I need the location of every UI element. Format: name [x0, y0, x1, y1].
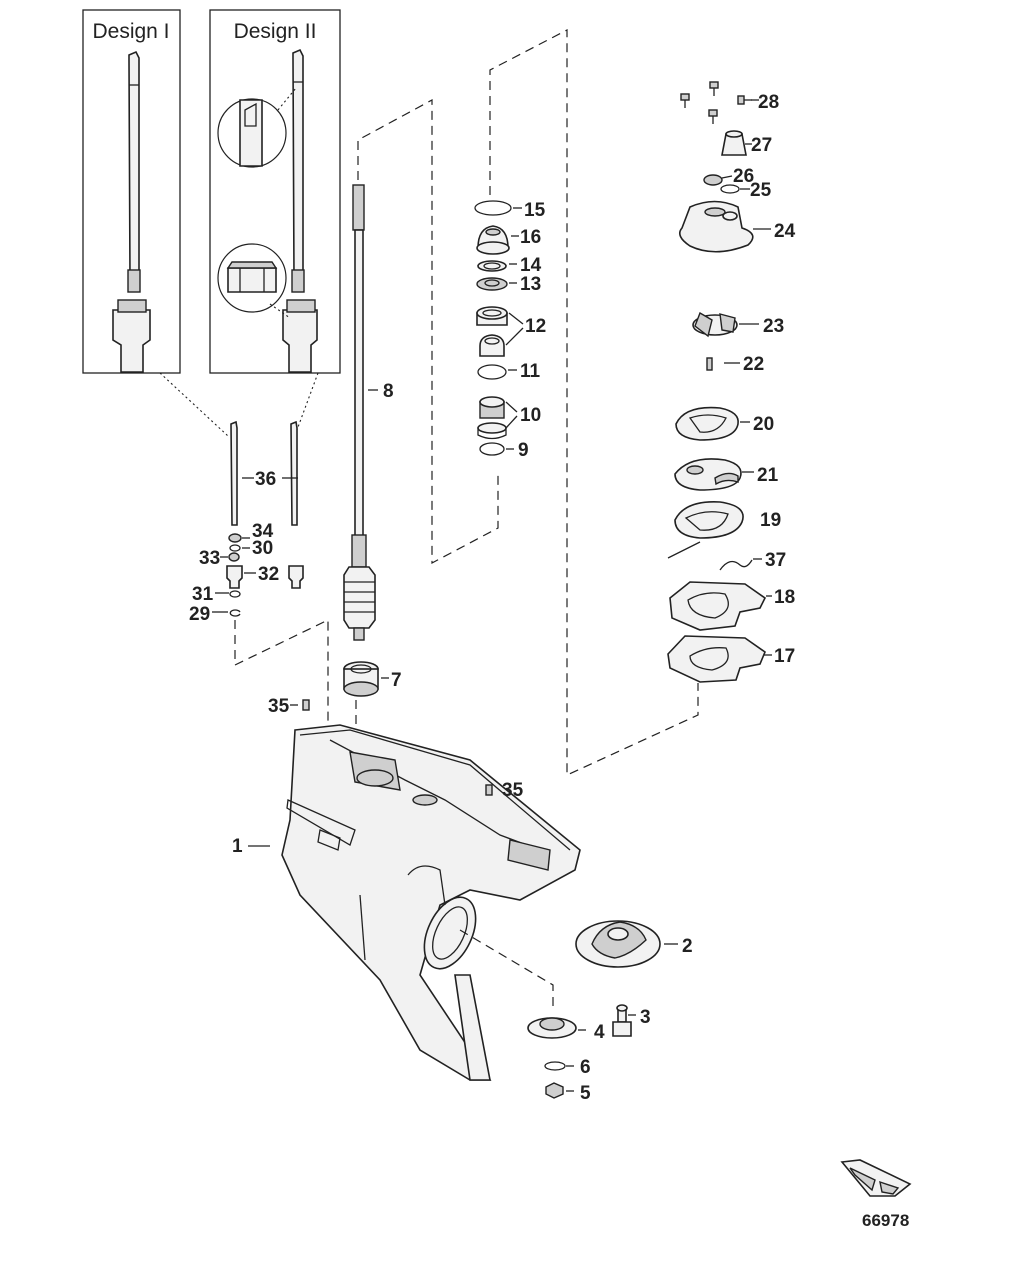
callout-7: 7	[391, 670, 402, 691]
callout-18: 18	[774, 587, 795, 608]
callout-labels: 28 27 26 25 24 23 22 20 21 19 37 18 17 1…	[189, 92, 796, 1104]
callout-4: 4	[594, 1022, 605, 1043]
figure-number: 66978	[862, 1211, 909, 1230]
detail-circle-upper	[217, 87, 297, 168]
callout-29: 29	[189, 604, 210, 625]
detail-circle-lower	[217, 243, 291, 319]
gear-housing-1	[281, 724, 581, 1081]
callout-24: 24	[774, 221, 796, 242]
design-1-box: Design I	[82, 9, 181, 374]
callout-21: 21	[757, 465, 779, 486]
pin-35-right	[485, 784, 493, 796]
design-2-box: Design II	[209, 9, 341, 374]
callout-8: 8	[383, 381, 394, 402]
callout-26: 26	[733, 166, 754, 187]
callout-2: 2	[682, 936, 693, 957]
callout-11: 11	[520, 361, 541, 382]
callout-20: 20	[753, 414, 774, 435]
callout-35-left: 35	[268, 696, 290, 717]
callout-30: 30	[252, 538, 273, 559]
callout-15: 15	[524, 200, 546, 221]
callout-19: 19	[760, 510, 781, 531]
small-coupler-parts	[226, 533, 304, 617]
design-1-driveshaft	[112, 50, 151, 373]
callout-6: 6	[580, 1057, 591, 1078]
callout-32: 32	[258, 564, 279, 585]
anode-plate-2	[575, 920, 661, 968]
callout-3: 3	[640, 1007, 651, 1028]
callout-28: 28	[758, 92, 779, 113]
callout-13: 13	[520, 274, 541, 295]
design-2-title: Design II	[234, 20, 317, 43]
fasteners-3-6	[527, 1004, 632, 1099]
callout-22: 22	[743, 354, 764, 375]
water-pump-parts	[667, 81, 767, 683]
callout-35-right: 35	[502, 780, 524, 801]
driveshaft-8	[343, 184, 376, 641]
callout-9: 9	[518, 440, 529, 461]
design-2-driveshaft	[282, 48, 318, 373]
shift-shaft-36	[230, 420, 298, 526]
callout-25: 25	[750, 180, 772, 201]
callout-1: 1	[232, 836, 243, 857]
callout-33: 33	[199, 548, 220, 569]
callout-23: 23	[763, 316, 784, 337]
callout-37: 37	[765, 550, 786, 571]
callout-14: 14	[520, 255, 542, 276]
design-1-title: Design I	[92, 20, 169, 43]
callout-34: 34	[252, 521, 274, 542]
callout-5: 5	[580, 1083, 591, 1104]
callout-31: 31	[192, 584, 214, 605]
callout-27: 27	[751, 135, 772, 156]
pump-stack	[474, 200, 512, 456]
callout-36: 36	[255, 469, 276, 490]
callout-16: 16	[520, 227, 541, 248]
pin-35-left	[302, 699, 310, 711]
callout-10: 10	[520, 405, 541, 426]
callout-12: 12	[525, 316, 546, 337]
bearing-7	[343, 661, 379, 697]
boat-orientation-icon	[840, 1159, 912, 1197]
callout-17: 17	[774, 646, 795, 667]
